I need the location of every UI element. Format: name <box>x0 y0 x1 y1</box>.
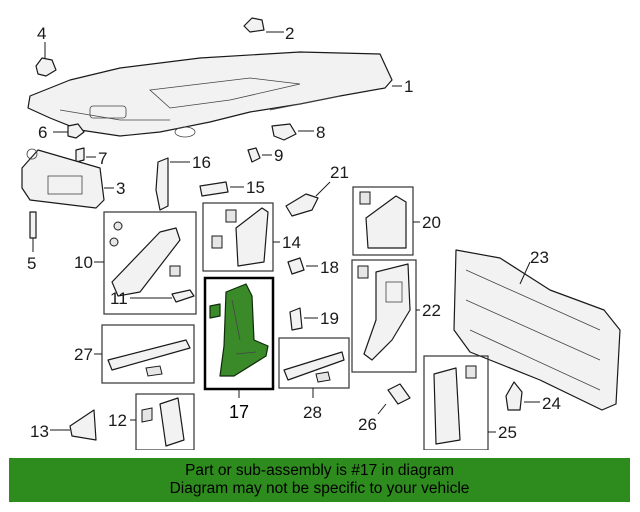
callout-28: 28 <box>303 403 322 422</box>
banner-line-1: Part or sub-assembly is #17 in diagram <box>185 462 454 479</box>
callout-21-leader <box>315 181 331 197</box>
callout-4: 4 <box>37 24 46 43</box>
part-12-bracket <box>141 397 185 447</box>
callout-8: 8 <box>316 123 325 142</box>
callout-27: 27 <box>74 345 93 364</box>
callout-12: 12 <box>108 411 127 430</box>
callout-6: 6 <box>38 123 47 142</box>
part-6-cap[interactable] <box>67 123 85 139</box>
callout-16: 16 <box>192 153 211 172</box>
part-23-back-panel[interactable] <box>453 249 621 411</box>
part-25-group-box[interactable] <box>423 355 489 450</box>
part-2-clip[interactable] <box>243 17 265 33</box>
callout-19: 19 <box>320 309 339 328</box>
part-27-sill-plate <box>107 339 191 377</box>
interior-trim-parts-diagram: 1 2 4 6 7 3 5 8 9 <box>21 17 621 450</box>
part-26-handle[interactable] <box>387 383 411 405</box>
callout-21: 21 <box>330 163 349 182</box>
callout-5: 5 <box>27 254 36 273</box>
callout-15: 15 <box>246 178 265 197</box>
part-20-trim <box>359 191 407 249</box>
part-11-screw[interactable] <box>171 289 195 303</box>
callout-9: 9 <box>274 146 283 165</box>
callout-10: 10 <box>74 253 93 272</box>
part-10-group-box[interactable] <box>103 211 197 315</box>
callout-1: 1 <box>404 77 413 96</box>
part-22-trim <box>357 263 411 361</box>
callout-25: 25 <box>498 423 517 442</box>
part-14-trim <box>211 207 269 267</box>
callout-13: 13 <box>30 422 49 441</box>
part-24-cap[interactable] <box>505 381 523 411</box>
banner-line-2: Diagram may not be specific to your vehi… <box>169 480 470 497</box>
part-20-group-box[interactable] <box>352 186 414 256</box>
info-banner: Part or sub-assembly is #17 in diagram D… <box>9 458 630 502</box>
part-21-handle[interactable] <box>285 193 319 217</box>
part-16-bracket[interactable] <box>155 157 169 211</box>
part-17-b-pillar-trim[interactable] <box>209 283 269 377</box>
part-22-group-box[interactable] <box>351 259 417 373</box>
callout-24: 24 <box>542 394 561 413</box>
part-18-clip[interactable] <box>287 257 305 275</box>
part-3-sun-visor[interactable] <box>21 148 105 209</box>
callout-26-leader <box>377 403 387 415</box>
part-14-group-box[interactable] <box>202 202 274 272</box>
part-28-group-box[interactable] <box>278 337 350 389</box>
callout-22: 22 <box>422 301 441 320</box>
callout-3: 3 <box>116 179 125 198</box>
callout-26: 26 <box>358 415 377 434</box>
callout-7: 7 <box>98 149 107 168</box>
callout-23: 23 <box>530 248 549 267</box>
part-13-bracket[interactable] <box>69 409 97 441</box>
part-10-pillar-trim <box>109 221 181 297</box>
callout-14: 14 <box>282 233 301 252</box>
callout-20: 20 <box>422 213 441 232</box>
part-1-headliner[interactable] <box>27 51 393 138</box>
part-28-sill-plate <box>283 351 345 383</box>
callout-18: 18 <box>320 258 339 277</box>
part-12-group-box[interactable] <box>135 393 195 450</box>
callout-17: 17 <box>229 402 249 422</box>
part-4-bracket[interactable] <box>35 57 57 77</box>
part-8-clip[interactable] <box>271 123 297 141</box>
part-7-fastener[interactable] <box>75 147 85 163</box>
part-9-clip[interactable] <box>247 147 261 163</box>
callout-23-leader <box>519 261 531 285</box>
callout-11: 11 <box>110 289 128 308</box>
part-25-trim <box>433 365 477 445</box>
callout-2: 2 <box>285 24 294 43</box>
part-19-clip[interactable] <box>289 307 303 331</box>
part-5-screw[interactable] <box>29 211 37 239</box>
part-15-clip[interactable] <box>199 181 229 197</box>
